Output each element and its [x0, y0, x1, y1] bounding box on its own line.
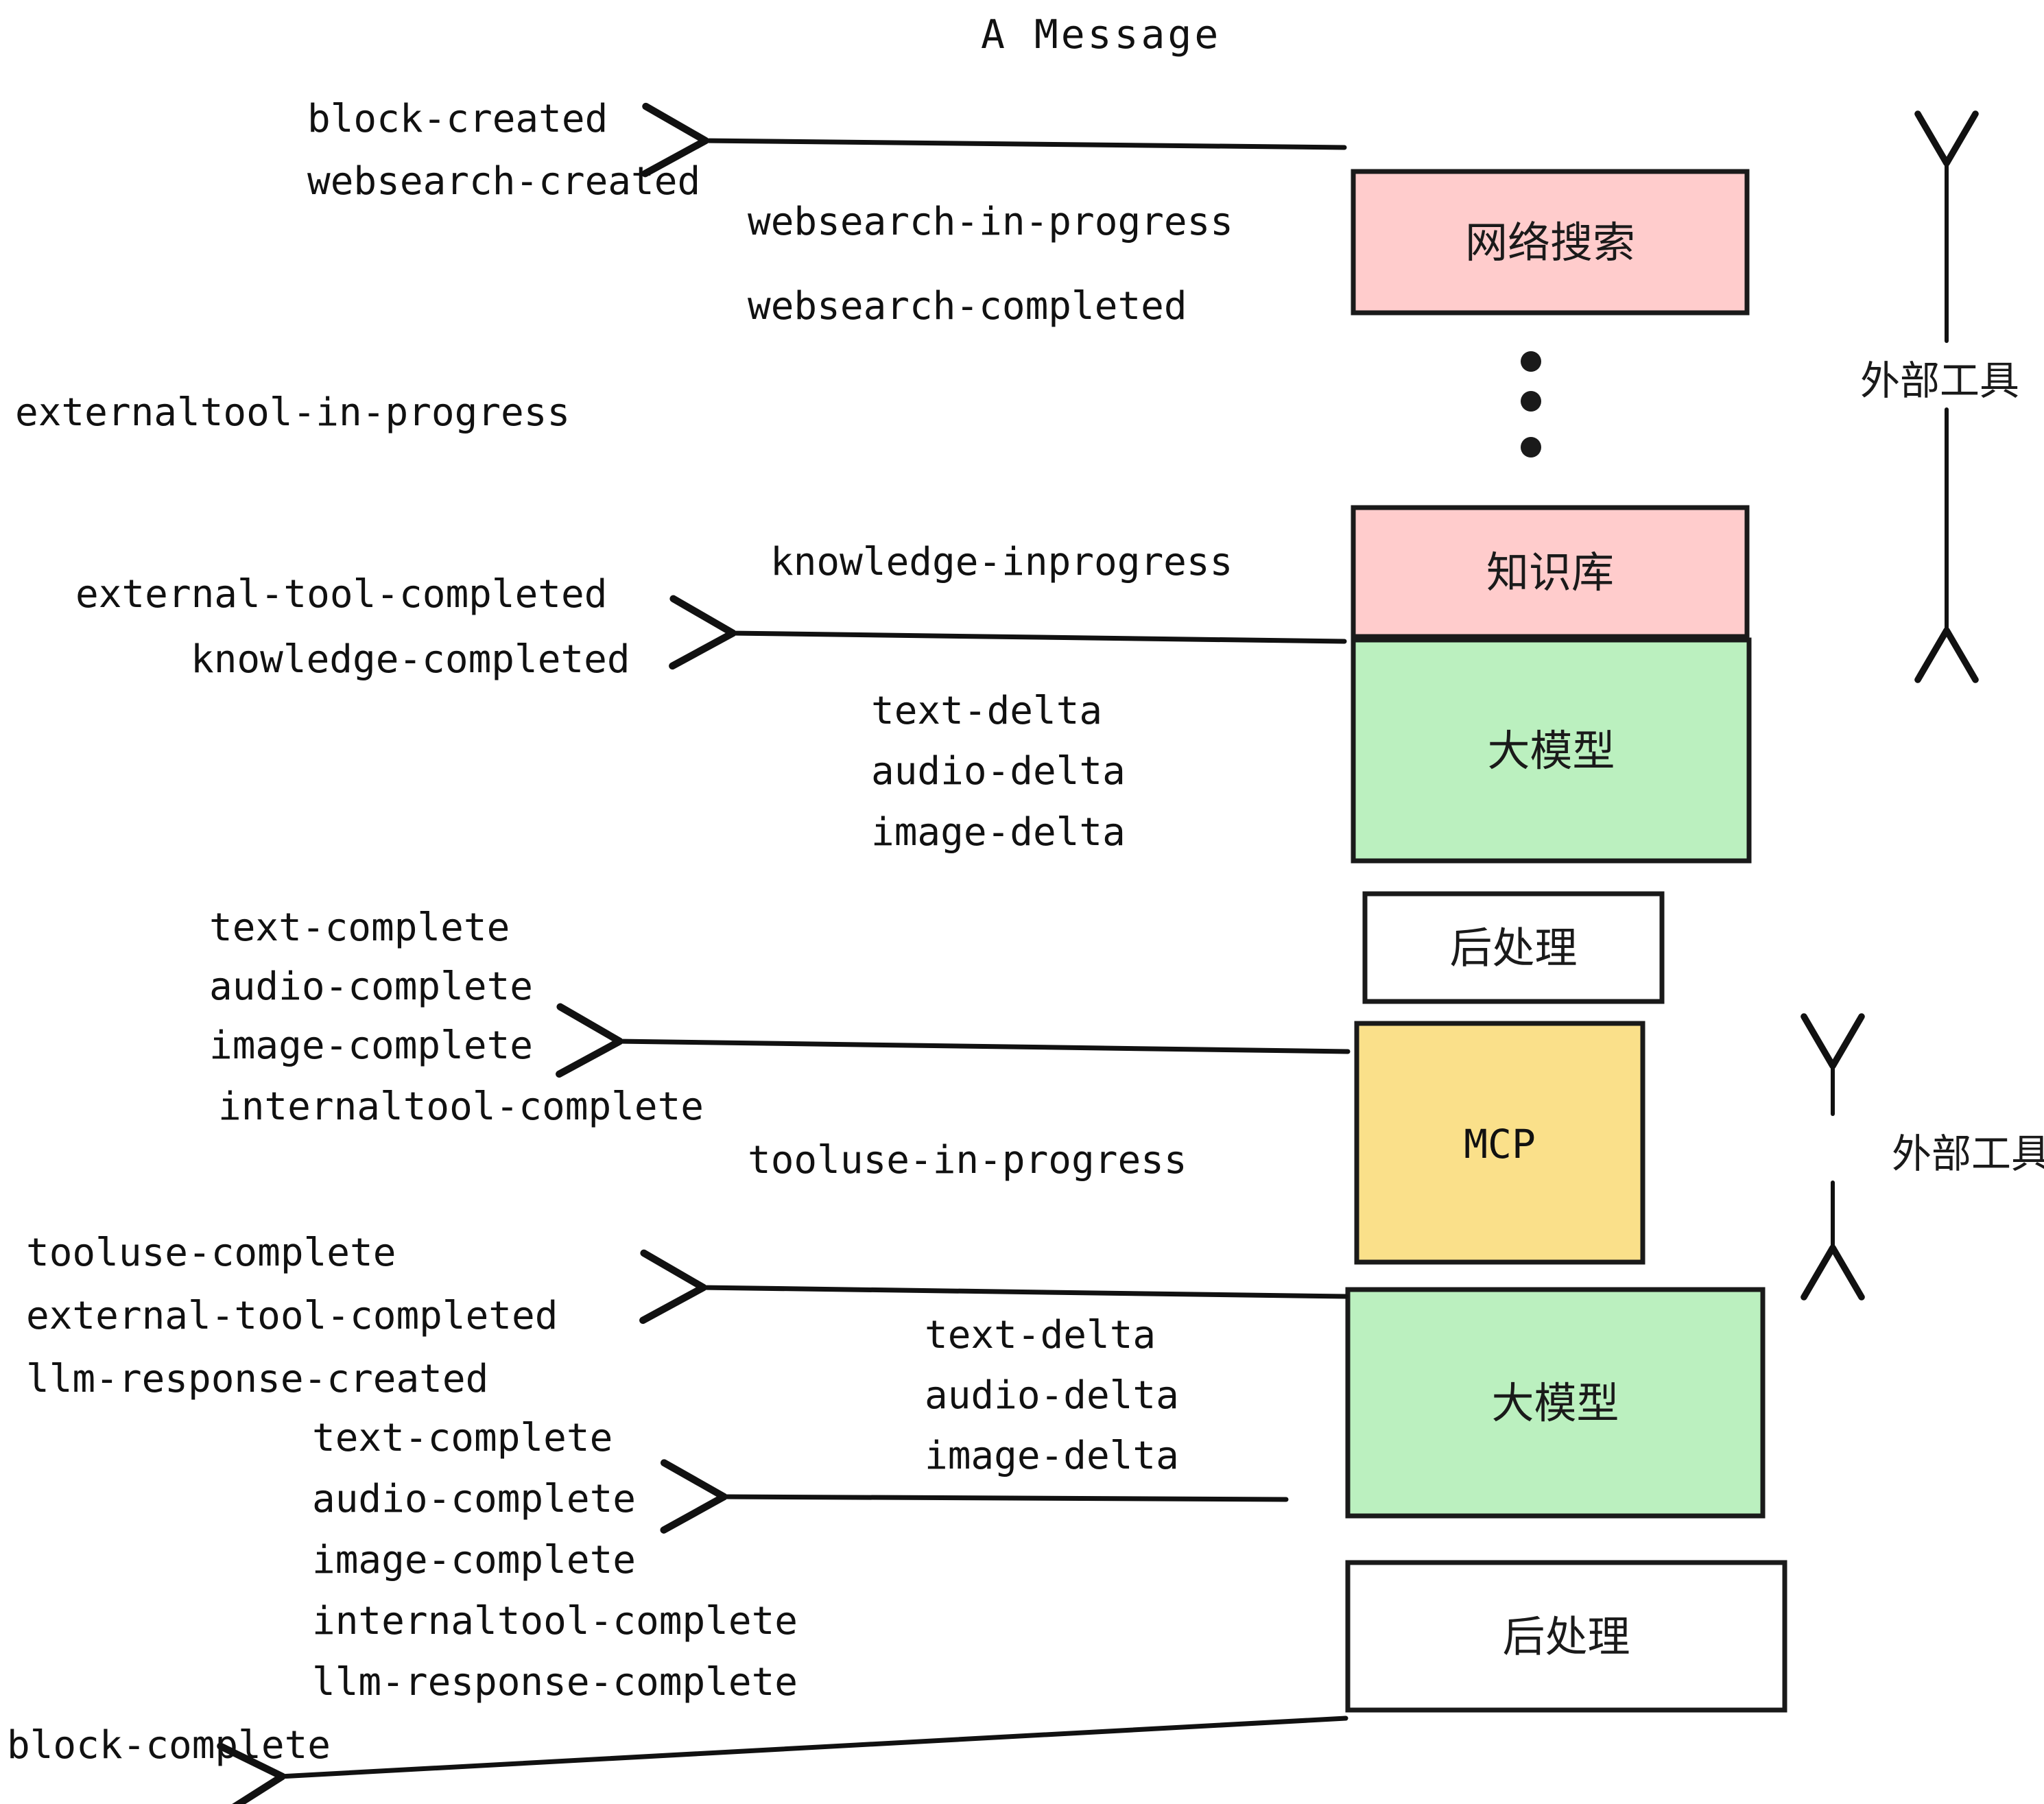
- arrow-block-created: [703, 141, 1347, 147]
- event-label-audio-complete: audio-complete: [312, 1477, 636, 1521]
- node-postproc-2-label: 后处理: [1502, 1612, 1630, 1662]
- arrow-block-complete: [280, 1716, 1348, 1777]
- event-label-text-delta: text-delta: [925, 1313, 1156, 1357]
- event-label-internaltool-complete: internaltool-complete: [218, 1084, 704, 1129]
- node-llm-2[interactable]: 大模型: [1345, 1287, 1766, 1519]
- event-labels: block-created websearch-created websearch-…: [7, 97, 1233, 1768]
- node-websearch-label: 网络搜索: [1465, 217, 1635, 268]
- node-postproc-1-rect: [1362, 891, 1665, 1004]
- event-label-block-created: block-created: [307, 97, 608, 141]
- external-tools-top: 外部工具: [1860, 110, 2019, 683]
- event-label-externaltool-in-progress: externaltool-in-progress: [15, 390, 570, 435]
- node-postproc-1[interactable]: 后处理: [1362, 891, 1665, 1004]
- node-llm-1[interactable]: 大模型: [1351, 637, 1752, 864]
- node-postproc-2[interactable]: 后处理: [1345, 1560, 1787, 1713]
- event-label-knowledge-completed: knowledge-completed: [191, 637, 630, 682]
- node-knowledge-label: 知识库: [1486, 547, 1614, 597]
- event-label-external-tool-completed: external-tool-completed: [26, 1294, 558, 1338]
- node-postproc-2-rect: [1345, 1560, 1787, 1713]
- node-postproc-1-label: 后处理: [1449, 923, 1577, 973]
- external-tools-bottom-label: 外部工具: [1892, 1130, 2044, 1177]
- external-tools-top-label: 外部工具: [1860, 357, 2019, 404]
- event-label-text-complete: text-complete: [312, 1416, 613, 1460]
- node-knowledge-rect: [1351, 505, 1750, 639]
- arrow-knowledge-done: [730, 633, 1347, 641]
- ellipsis-dot-3: [1521, 437, 1541, 458]
- event-label-block-complete: block-complete: [7, 1723, 331, 1768]
- event-label-tooluse-complete: tooluse-complete: [26, 1231, 396, 1275]
- external-tools-bottom: 外部工具: [1801, 1013, 2044, 1301]
- event-label-knowledge-inprogress: knowledge-inprogress: [770, 540, 1233, 584]
- event-label-image-complete: image-complete: [209, 1023, 533, 1068]
- arrow-audio-complete: [722, 1497, 1289, 1499]
- event-label-websearch-created: websearch-created: [307, 159, 700, 204]
- node-websearch-rect: [1351, 169, 1750, 316]
- node-llm-1-rect: [1351, 637, 1752, 864]
- event-label-image-delta: image-delta: [925, 1434, 1179, 1478]
- ellipsis-dot-2: [1521, 391, 1541, 412]
- event-label-text-complete: text-complete: [209, 905, 510, 950]
- event-label-llm-response-complete: llm-response-complete: [312, 1660, 798, 1705]
- event-label-external-tool-completed: external-tool-completed: [75, 572, 607, 617]
- event-label-tooluse-in-progress: tooluse-in-progress: [748, 1138, 1187, 1183]
- vertical-ellipsis-icon: [1521, 351, 1541, 458]
- event-label-text-delta: text-delta: [871, 689, 1102, 733]
- node-llm-1-label: 大模型: [1487, 726, 1615, 776]
- event-label-audio-delta: audio-delta: [925, 1373, 1179, 1418]
- event-label-websearch-completed: websearch-completed: [748, 284, 1187, 329]
- page-title: A Message: [981, 11, 1221, 58]
- node-llm-2-label: 大模型: [1491, 1378, 1619, 1428]
- event-label-audio-delta: audio-delta: [871, 749, 1126, 794]
- event-label-image-complete: image-complete: [312, 1538, 636, 1582]
- node-mcp-rect: [1354, 1021, 1645, 1265]
- event-label-internaltool-complete: internaltool-complete: [312, 1599, 798, 1643]
- node-mcp[interactable]: MCP: [1354, 1021, 1645, 1265]
- event-label-audio-complete: audio-complete: [209, 964, 533, 1009]
- arrow-tooluse-complete: [701, 1287, 1348, 1296]
- flow-arrows: [280, 141, 1351, 1777]
- ellipsis-dot-1: [1521, 351, 1541, 372]
- node-mcp-label: MCP: [1464, 1121, 1536, 1167]
- node-websearch[interactable]: 网络搜索: [1351, 169, 1750, 316]
- node-llm-2-rect: [1345, 1287, 1766, 1519]
- event-label-websearch-in-progress: websearch-in-progress: [748, 200, 1233, 244]
- event-label-llm-response-created: llm-response-created: [26, 1357, 488, 1401]
- event-label-image-delta: image-delta: [871, 810, 1126, 855]
- arrow-image-complete: [617, 1041, 1351, 1052]
- node-knowledge[interactable]: 知识库: [1351, 505, 1750, 639]
